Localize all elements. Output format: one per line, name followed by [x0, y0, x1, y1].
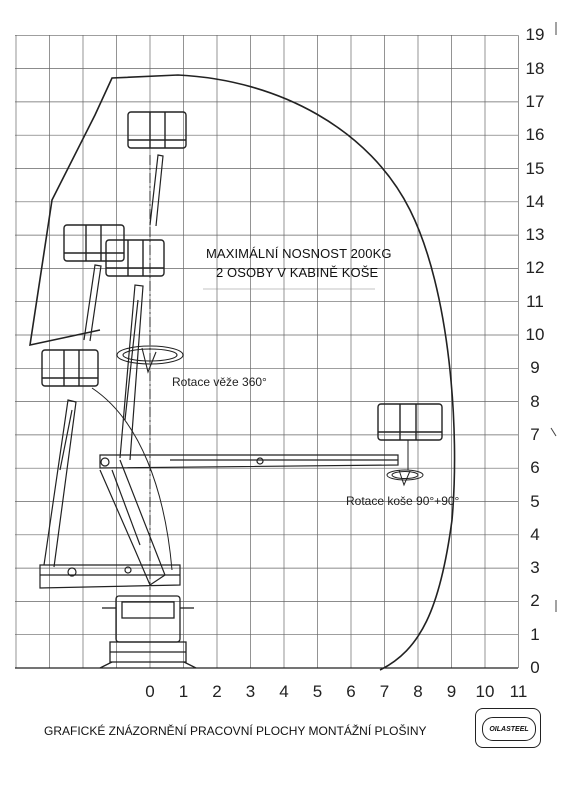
x-tick-label: 9 — [446, 682, 457, 701]
y-tick-label: 14 — [525, 191, 545, 211]
heading-line-2: 2 OSOBY V KABINĚ KOŠE — [216, 265, 379, 280]
x-tick-label: 6 — [346, 682, 356, 701]
upper-boom — [83, 154, 164, 461]
basket-1 — [127, 111, 187, 149]
y-tick-label: 9 — [530, 358, 540, 378]
y-tick-label: 18 — [525, 58, 545, 78]
x-tick-label: 8 — [413, 682, 423, 701]
horizontal-boom — [99, 454, 399, 586]
y-tick-label: 10 — [525, 325, 545, 344]
company-logo: OILASTEEL — [475, 708, 541, 748]
x-tick-label: 1 — [178, 682, 189, 701]
x-tick-label: 10 — [475, 682, 495, 701]
y-tick-label: 11 — [526, 291, 544, 311]
x-tick-label: 11 — [509, 682, 528, 701]
y-tick-label: 2 — [530, 591, 540, 611]
tower-rotation-label: Rotace věže 360° — [172, 375, 267, 389]
y-tick-label: 8 — [530, 391, 540, 411]
working-envelope — [29, 74, 456, 671]
caption: GRAFICKÉ ZNÁZORNĚNÍ PRACOVNÍ PLOCHY MONT… — [44, 724, 427, 738]
basket-rotation-label: Rotace koše 90°+90° — [346, 494, 460, 508]
x-tick-label: 5 — [312, 682, 323, 701]
y-tick-label: 13 — [525, 225, 545, 245]
tower-rotation-symbol — [116, 345, 184, 374]
y-tick-label: 1 — [530, 624, 540, 644]
lower-boom — [39, 399, 181, 589]
x-tick-label: 3 — [245, 682, 256, 701]
y-tick-label: 0 — [530, 658, 540, 677]
y-tick-label: 12 — [525, 258, 545, 278]
basket-5 — [377, 403, 443, 441]
truck — [99, 595, 197, 669]
logo-text: OILASTEEL — [482, 717, 536, 741]
grid — [15, 34, 519, 669]
basket-2 — [63, 224, 125, 262]
basket-3 — [105, 239, 165, 277]
y-tick-label: 3 — [530, 558, 540, 578]
y-tick-label: 4 — [530, 524, 540, 544]
x-tick-label: 7 — [379, 682, 390, 701]
x-tick-label: 4 — [279, 682, 289, 701]
x-tick-label: 0 — [145, 682, 155, 701]
y-tick-label: 16 — [525, 125, 545, 145]
y-tick-label: 15 — [525, 158, 545, 178]
y-tick-label: 7 — [530, 424, 540, 444]
basket-4 — [41, 349, 99, 387]
basket-rotation-symbol — [386, 440, 424, 487]
y-tick-label: 19 — [525, 25, 545, 45]
x-tick-label: 2 — [212, 682, 222, 701]
heading-line-1: MAXIMÁLNÍ NOSNOST 200KG — [206, 246, 392, 261]
y-tick-label: 6 — [530, 458, 540, 478]
y-tick-label: 17 — [525, 91, 545, 111]
inner-arc — [91, 387, 173, 571]
y-tick-label: 5 — [530, 491, 540, 511]
